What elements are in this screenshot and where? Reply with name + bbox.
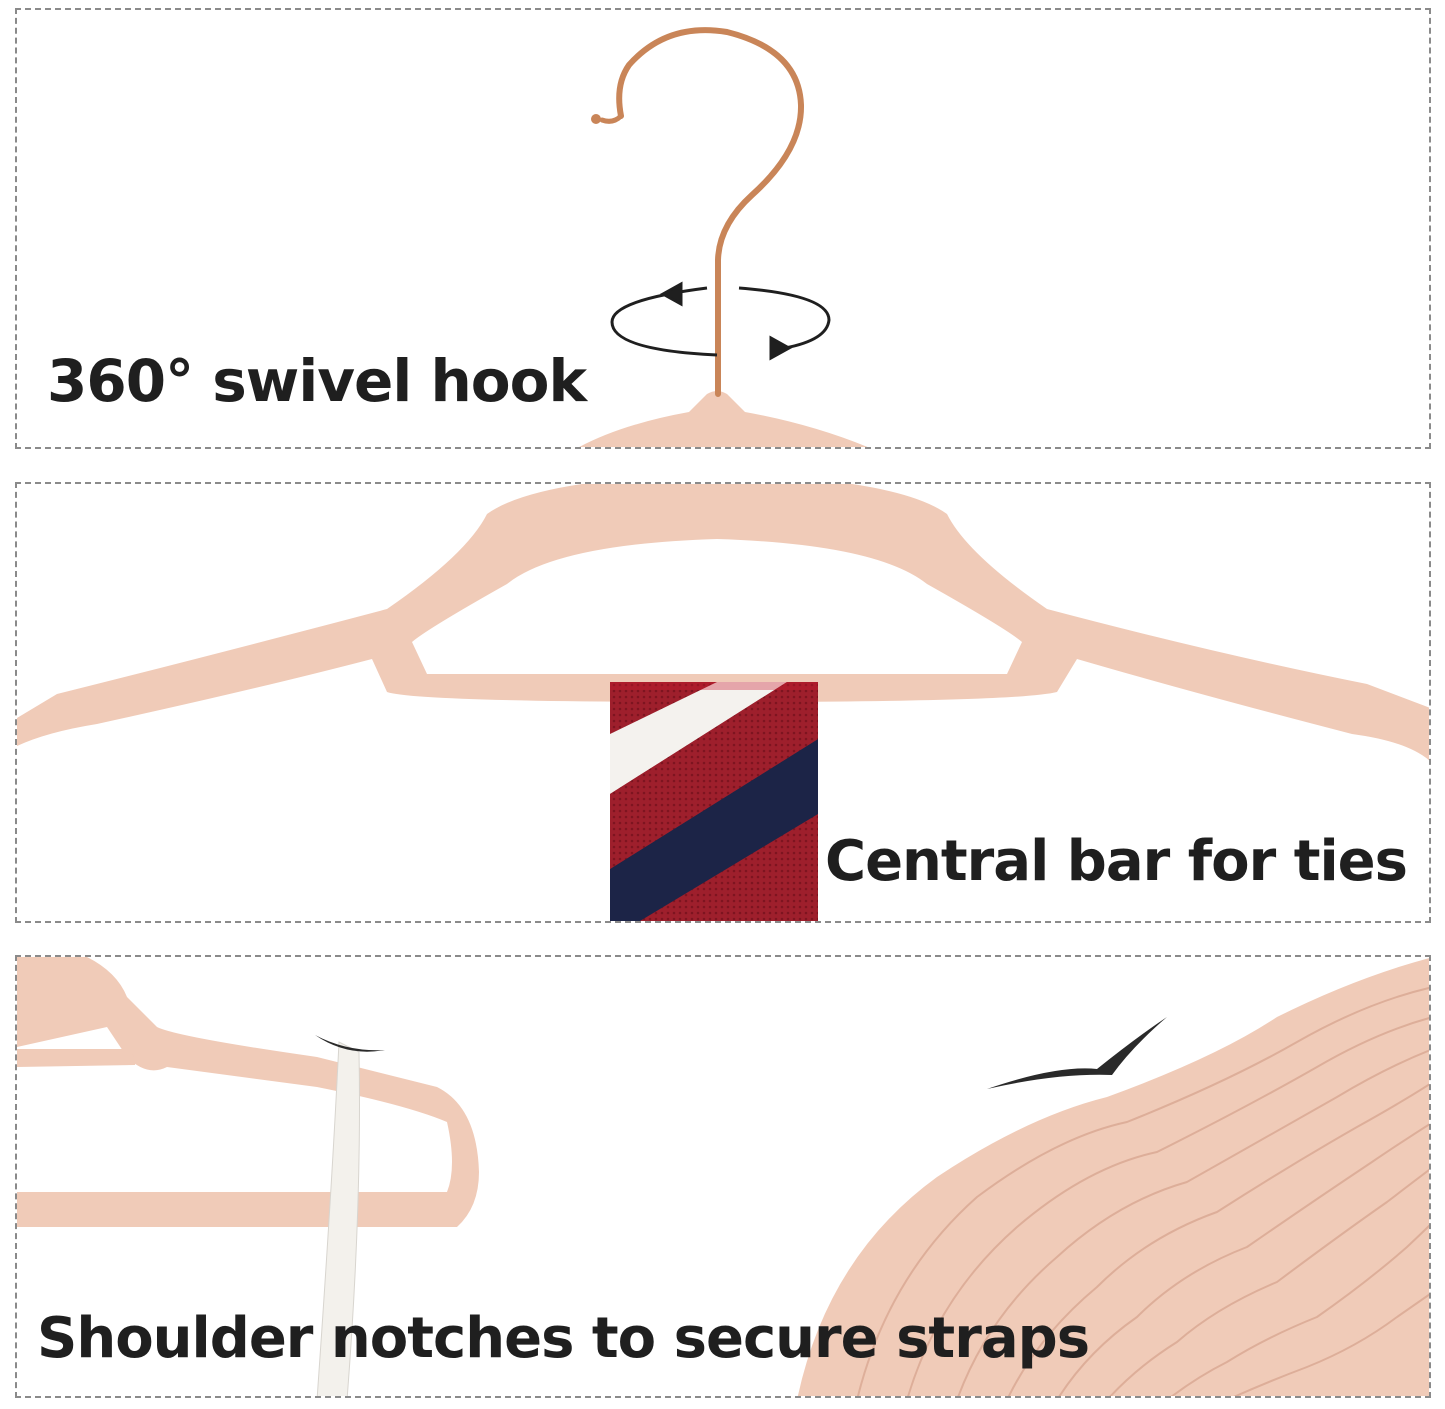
- central-bar-illustration: [17, 484, 1429, 921]
- hanging-strap: [316, 1041, 360, 1396]
- hanger-shoulder: [17, 957, 479, 1227]
- swivel-hook-illustration: [579, 27, 868, 447]
- panel-swivel-hook: 360° swivel hook: [15, 8, 1431, 449]
- panel-shoulder-notches: Shoulder notches to secure straps: [15, 955, 1431, 1398]
- caption-shoulder-notches: Shoulder notches to secure straps: [37, 1306, 1090, 1371]
- motion-swoosh-icon: [315, 1035, 385, 1052]
- motion-swoosh-icon: [987, 1017, 1167, 1089]
- caption-central-bar: Central bar for ties: [824, 829, 1408, 894]
- necktie: [610, 682, 818, 921]
- stacked-hangers: [797, 958, 1429, 1396]
- panel-central-bar: Central bar for ties: [15, 482, 1431, 923]
- rotation-arrows-icon: [610, 281, 831, 361]
- caption-swivel-hook: 360° swivel hook: [47, 347, 587, 415]
- shoulder-notches-illustration: [17, 957, 1429, 1396]
- hook: [591, 27, 805, 397]
- hanger-top: [579, 391, 868, 447]
